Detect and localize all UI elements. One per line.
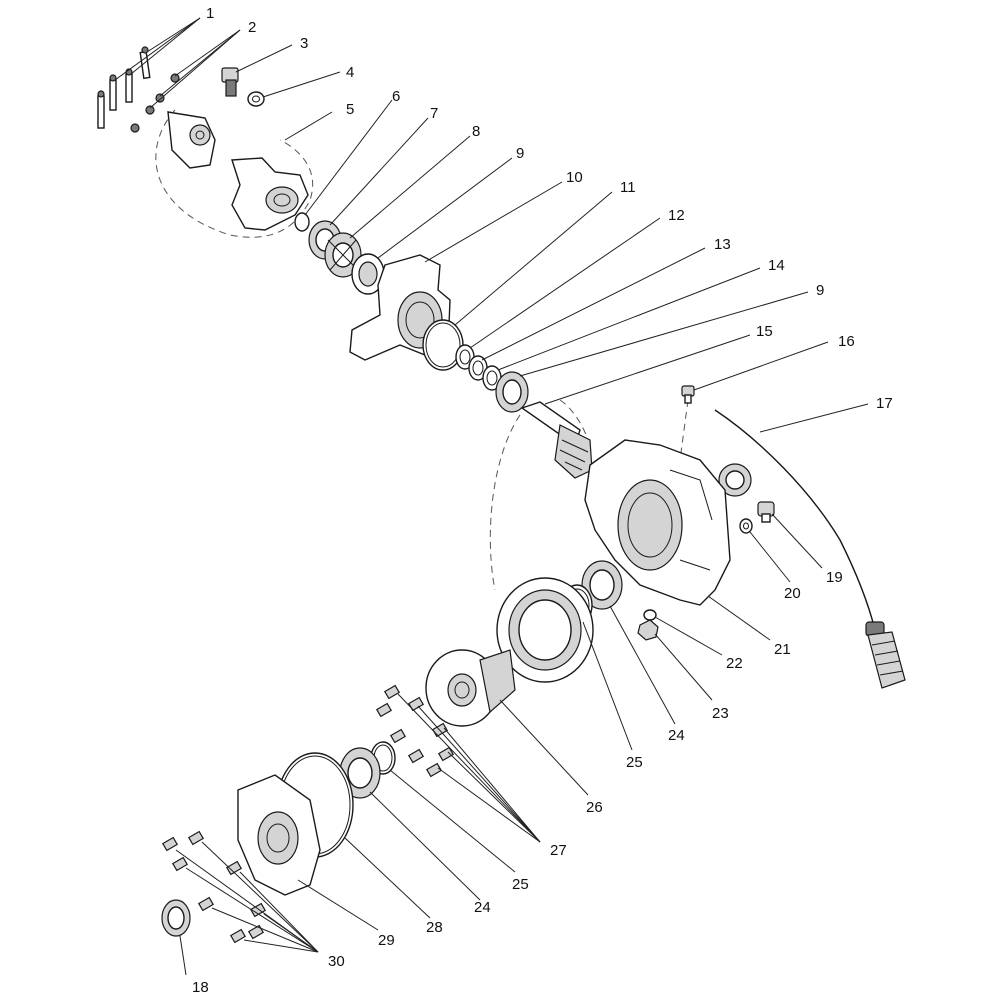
part-21-diff-housing xyxy=(584,439,731,606)
part-29-end-cover xyxy=(237,774,321,896)
callout-24-second: 24 xyxy=(474,899,491,916)
callout-labels: 1 2 3 4 5 6 7 8 9 10 11 12 13 14 9 15 16… xyxy=(192,5,893,996)
callout-2: 2 xyxy=(248,19,256,36)
callout-6: 6 xyxy=(392,88,400,105)
ring-gear xyxy=(496,577,594,683)
part-6-ring xyxy=(294,212,310,232)
callout-19: 19 xyxy=(826,569,843,586)
guide-dashed-pinion xyxy=(489,414,521,591)
part-1-bolts xyxy=(97,46,151,129)
part-16-vent xyxy=(681,385,695,404)
leader-lines xyxy=(114,17,869,976)
callout-9-second: 9 xyxy=(816,282,824,299)
callout-1: 1 xyxy=(206,5,214,22)
part-9-bearing-second xyxy=(495,371,529,413)
callout-23: 23 xyxy=(712,705,729,722)
part-20-washer xyxy=(739,518,753,534)
callout-28: 28 xyxy=(426,919,443,936)
callout-10: 10 xyxy=(566,169,583,186)
callout-8: 8 xyxy=(472,123,480,140)
callout-4: 4 xyxy=(346,64,354,81)
part-18-seal xyxy=(161,899,191,937)
part-23-nut xyxy=(637,619,659,641)
part-19-plug xyxy=(757,501,775,523)
part-17-breather-hose xyxy=(714,409,906,689)
part-27-bolts xyxy=(375,684,455,778)
part-30-bolts xyxy=(161,830,267,944)
callout-3: 3 xyxy=(300,35,308,52)
callout-11: 11 xyxy=(620,179,636,196)
callout-7: 7 xyxy=(430,105,438,122)
part-9-bearing-cup xyxy=(351,253,385,295)
guide-dashed-flange xyxy=(155,109,314,238)
part-4-washer xyxy=(247,91,265,107)
callout-9: 9 xyxy=(516,145,524,162)
part-8-bearing xyxy=(324,232,362,278)
callout-21: 21 xyxy=(774,641,791,658)
part-3-bolt xyxy=(221,67,239,97)
callout-20: 20 xyxy=(784,585,801,602)
callout-5: 5 xyxy=(346,101,354,118)
callout-22: 22 xyxy=(726,655,743,672)
part-2-nuts xyxy=(130,73,180,133)
callout-24: 24 xyxy=(668,727,685,744)
part-5-yoke-assembly xyxy=(167,111,309,231)
callout-16: 16 xyxy=(838,333,855,350)
part-26-carrier xyxy=(425,649,516,727)
callout-13: 13 xyxy=(714,236,731,253)
guide-dashed-vent xyxy=(679,399,689,461)
callout-25: 25 xyxy=(626,754,643,771)
callout-27: 27 xyxy=(550,842,567,859)
part-22-washer xyxy=(643,609,657,621)
callout-15: 15 xyxy=(756,323,773,340)
callout-29: 29 xyxy=(378,932,395,949)
callout-26: 26 xyxy=(586,799,603,816)
callout-18: 18 xyxy=(192,979,209,996)
part-24-bearing-upper xyxy=(581,560,623,610)
callout-12: 12 xyxy=(668,207,685,224)
callout-30: 30 xyxy=(328,953,345,970)
housing-seal-top xyxy=(718,463,752,497)
callout-25-second: 25 xyxy=(512,876,529,893)
part-15-pinion-shaft xyxy=(520,401,593,479)
callout-17: 17 xyxy=(876,395,893,412)
callout-14: 14 xyxy=(768,257,785,274)
